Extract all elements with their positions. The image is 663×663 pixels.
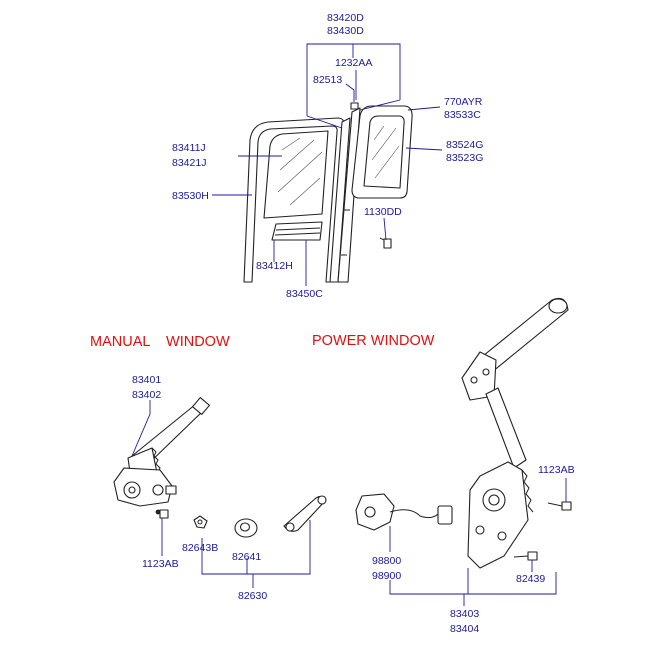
bolt-1130dd xyxy=(379,237,392,249)
part-83420D: 83420D xyxy=(327,12,364,24)
part-83402: 83402 xyxy=(132,389,161,401)
part-83411J: 83411J xyxy=(172,142,206,154)
door-glass-assembly xyxy=(243,102,413,283)
part-1123AB-manual: 1123AB xyxy=(142,558,179,570)
section-power-window: POWER WINDOW xyxy=(312,333,435,349)
part-83523G: 83523G xyxy=(446,152,483,164)
part-83530H: 83530H xyxy=(172,190,209,202)
part-82513: 82513 xyxy=(313,74,342,86)
part-83421J: 83421J xyxy=(172,157,206,169)
power-regulator-drawing xyxy=(355,297,572,569)
part-83430D: 83430D xyxy=(327,25,364,37)
part-82439: 82439 xyxy=(516,573,545,585)
part-83450C: 83450C xyxy=(286,288,323,300)
section-manual-window: MANUAL WINDOW xyxy=(90,334,230,350)
part-83533C: 83533C xyxy=(444,109,481,121)
part-1123AB-power: 1123AB xyxy=(538,464,575,476)
part-1130DD: 1130DD xyxy=(364,206,402,218)
spacer-ring xyxy=(234,518,258,538)
part-83401: 83401 xyxy=(132,374,161,386)
part-98900: 98900 xyxy=(372,570,401,582)
bolt-82439 xyxy=(513,551,538,561)
part-82630: 82630 xyxy=(238,590,267,602)
manual-regulator-drawing xyxy=(113,396,211,519)
window-crank-handle xyxy=(283,495,327,532)
part-83403: 83403 xyxy=(450,608,479,620)
part-83412H: 83412H xyxy=(256,260,293,272)
part-82641: 82641 xyxy=(232,551,261,563)
part-83404: 83404 xyxy=(450,623,479,635)
leader-lines xyxy=(131,43,567,606)
part-83524G: 83524G xyxy=(446,139,483,151)
retainer-clip xyxy=(193,515,208,529)
part-1232AA: 1232AA xyxy=(335,57,372,69)
part-98800: 98800 xyxy=(372,555,401,567)
part-770AYR: 770AYR xyxy=(444,96,483,108)
bolt-1123ab-power xyxy=(547,501,572,511)
part-82643B: 82643B xyxy=(182,542,218,554)
